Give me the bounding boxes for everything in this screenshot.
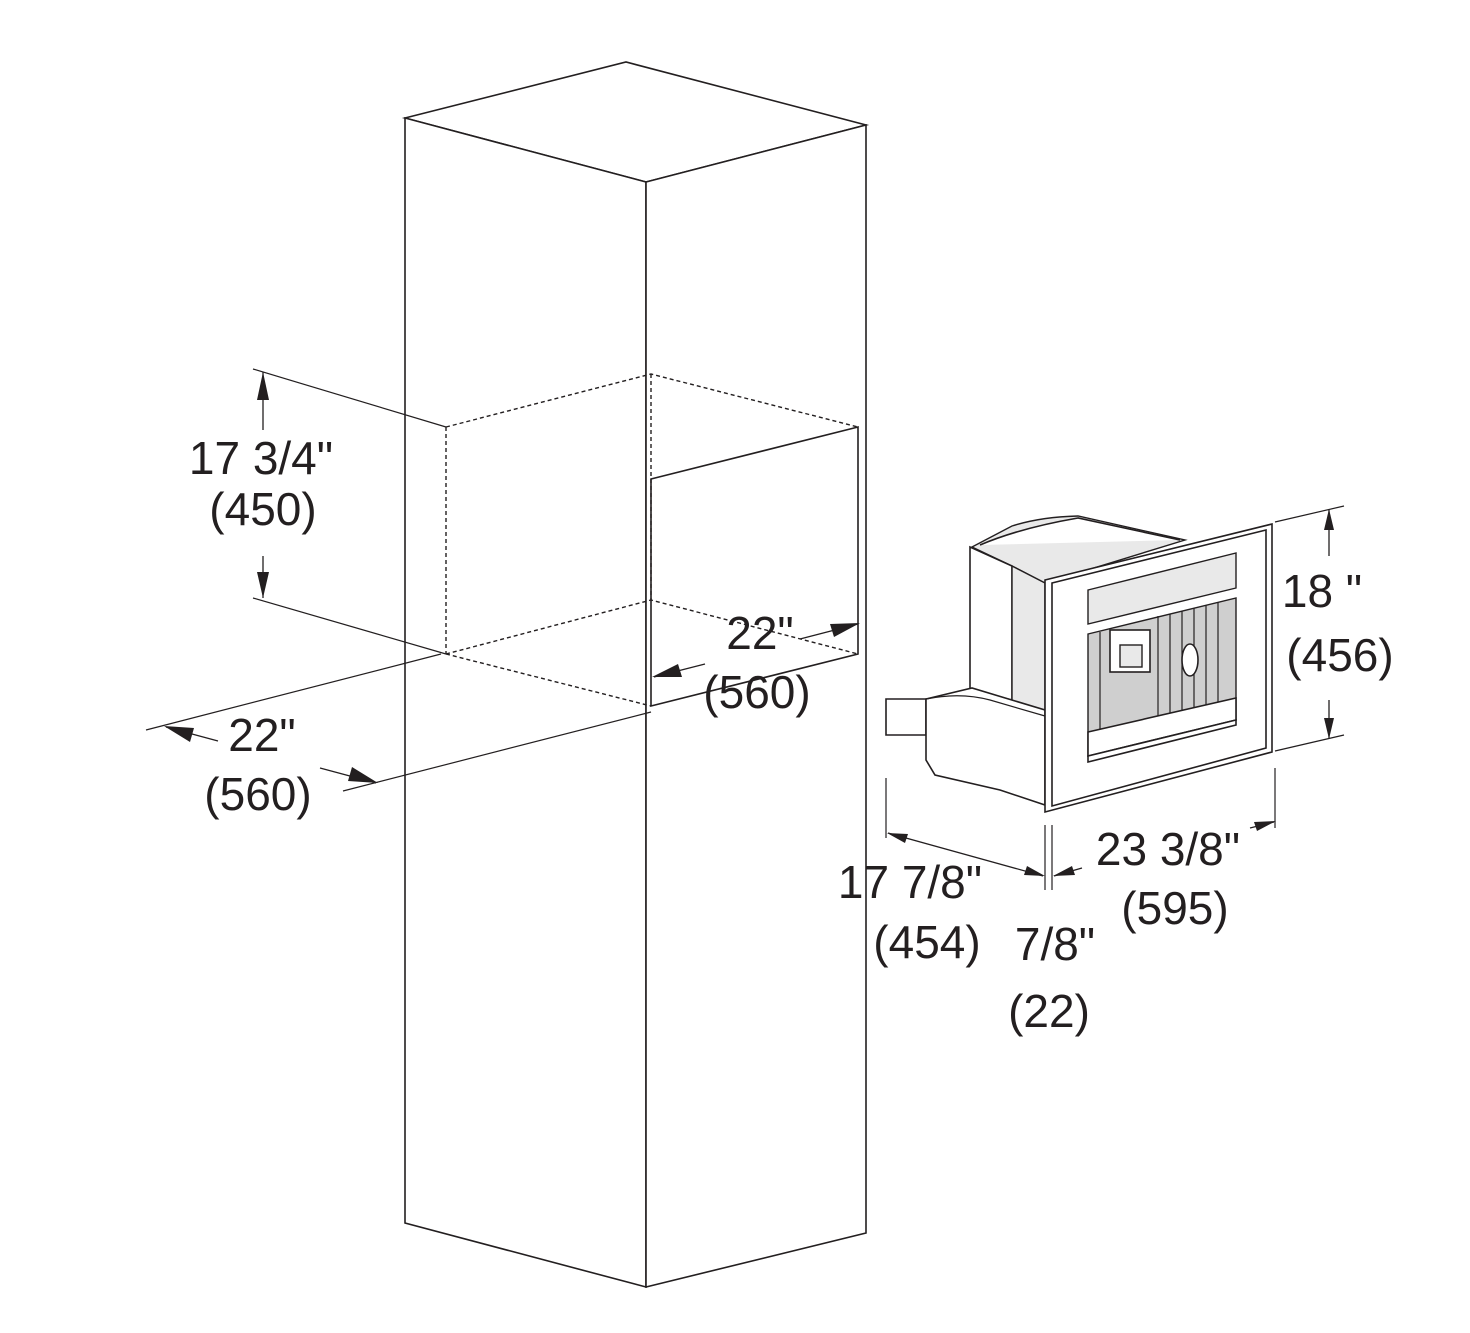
machine-width-arrow-left <box>1053 866 1075 876</box>
machine-dial <box>1181 643 1199 677</box>
machine-width-arrow-right <box>1254 821 1276 831</box>
machine-drawer-rail <box>885 698 927 736</box>
niche-height-arrow-up <box>257 372 269 400</box>
niche-width-label-in: 22" <box>726 607 794 659</box>
machine-tray-lower <box>1087 718 1237 764</box>
niche-width-arrow-b <box>830 623 860 637</box>
niche-height-dimension: 17 3/4" (450) <box>189 368 447 655</box>
machine-top-cover <box>979 517 1181 546</box>
cabinet-right-face <box>645 123 867 1289</box>
niche-height-ext-bottom <box>252 597 447 655</box>
cabinet-tower <box>401 61 870 1289</box>
machine-depth-label-mm: (454) <box>873 916 980 968</box>
niche-depth-label-in: 22" <box>228 709 296 761</box>
machine-height-ext-bottom <box>1274 734 1345 752</box>
niche-width-label-mm: (560) <box>703 666 810 718</box>
machine-bottom-dimensions: 17 7/8" (454) 7/8" (22) 23 3/8" (595) <box>838 768 1276 1037</box>
machine-height-arrow-down <box>1324 718 1334 739</box>
machine-height-label-in: 18 " <box>1282 565 1362 617</box>
machine-width-label-mm: (595) <box>1121 882 1228 934</box>
niche-width-arrow-a <box>652 664 682 677</box>
niche-height-ext-top <box>252 368 447 428</box>
machine-side-body <box>969 545 1013 702</box>
machine-width-label-in: 23 3/8" <box>1096 823 1240 875</box>
machine-display-panel <box>1087 552 1237 625</box>
machine-depth-arrow-right <box>1024 866 1045 876</box>
cabinet-niche <box>445 373 859 708</box>
niche-depth-ext-front <box>145 653 442 731</box>
machine-side-panel <box>1011 564 1046 722</box>
machine-spout-nozzle <box>1119 644 1143 668</box>
niche-height-arrow-down <box>257 572 269 598</box>
niche-depth-label-mm: (560) <box>204 768 311 820</box>
machine-drawer <box>925 687 1046 807</box>
niche-height-label-mm: (450) <box>209 483 316 535</box>
niche-depth-ext-back <box>342 711 652 792</box>
cabinet-left-face <box>404 116 647 1289</box>
niche-depth-dimension: 22" (560) <box>145 653 652 820</box>
machine-frame-label-mm: (22) <box>1008 985 1090 1037</box>
machine-depth-label-in: 17 7/8" <box>838 856 982 908</box>
niche-width-dimension: 22" (560) <box>652 607 860 718</box>
niche-opening <box>650 425 859 708</box>
machine-height-ext-top <box>1274 505 1345 523</box>
machine-frame-label-in: 7/8" <box>1015 918 1095 970</box>
niche-hidden-front-bottom <box>445 653 652 707</box>
niche-height-label-in: 17 3/4" <box>189 432 333 484</box>
machine-height-dimension: 18 " (456) <box>1274 505 1394 752</box>
machine-depth-arrow-left <box>887 833 908 843</box>
machine-drawer-lip <box>925 695 1046 717</box>
machine-height-arrow-up <box>1324 509 1334 530</box>
niche-depth-arrow-a <box>164 726 194 742</box>
built-in-coffee-machine <box>885 515 1273 814</box>
niche-depth-arrow-b <box>348 767 378 783</box>
machine-depth-line <box>887 832 1044 877</box>
machine-height-label-mm: (456) <box>1286 629 1393 681</box>
